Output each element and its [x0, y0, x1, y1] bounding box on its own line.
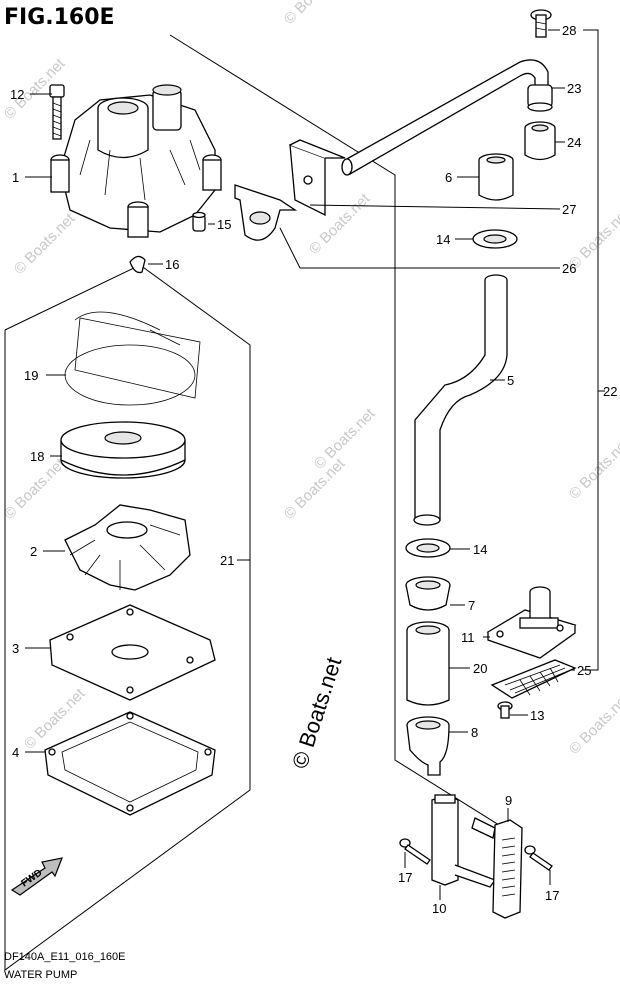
key-part	[129, 255, 146, 274]
callout-26: 26	[562, 261, 576, 276]
insert-part	[60, 421, 186, 479]
gasket-part	[44, 711, 216, 816]
fwd-arrow: FWD	[10, 857, 63, 896]
screen-part	[490, 659, 577, 699]
strainer-cover-part	[486, 586, 577, 659]
bolt-part	[49, 84, 65, 140]
callout-7: 7	[468, 598, 475, 613]
dowel-pin-part	[192, 211, 206, 232]
callout-3: 3	[12, 641, 19, 656]
callout-21: 21	[220, 553, 234, 568]
bracket-part	[289, 139, 346, 217]
callout-9: 9	[505, 793, 512, 808]
screw-right-part	[524, 845, 553, 871]
callout-4: 4	[12, 745, 19, 760]
seal-part	[478, 153, 514, 201]
callout-22: 22	[603, 384, 617, 399]
callout-15: 15	[217, 217, 231, 232]
figure-title: FIG.160E	[4, 5, 115, 30]
impeller-part	[64, 504, 191, 591]
callout-28: 28	[562, 23, 576, 38]
callout-17-left: 17	[398, 870, 412, 885]
tube-part	[341, 59, 553, 176]
washer-upper-part	[472, 229, 518, 249]
callout-17-right: 17	[545, 888, 559, 903]
leader-lines	[25, 29, 575, 900]
callout-23: 23	[567, 81, 581, 96]
plate-part	[49, 604, 216, 701]
pump-case-part	[50, 84, 222, 238]
callout-numbers: 12 1 15 16 19 18 2 3 4 21 28 23 24 6 27 …	[10, 23, 617, 916]
watermark-8: © Boats.net	[566, 435, 620, 503]
washer-lower-part	[405, 538, 451, 558]
callout-16: 16	[165, 257, 179, 272]
clamp-part	[234, 184, 298, 241]
callout-18: 18	[30, 449, 44, 464]
figure-caption: WATER PUMP	[4, 969, 77, 981]
watermark-11: © Boats.net	[311, 405, 379, 473]
callout-13: 13	[530, 708, 544, 723]
ring-part	[64, 311, 201, 406]
screw-left-part	[399, 838, 431, 865]
callout-19: 19	[24, 368, 38, 383]
callout-1: 1	[12, 170, 19, 185]
grommet-lower-part	[405, 576, 451, 611]
callout-5: 5	[507, 373, 514, 388]
callout-8: 8	[471, 725, 478, 740]
callout-27: 27	[562, 202, 576, 217]
screw-small-part	[497, 701, 513, 719]
grommet-part	[524, 121, 556, 161]
callout-14-lower: 14	[473, 542, 487, 557]
copyright-mark: © Boats.net	[287, 654, 346, 771]
watermark-10: © Boats.net	[566, 690, 620, 758]
seal-cup-part	[406, 716, 450, 776]
watermark-2: © Boats.net	[281, 0, 349, 28]
callout-12: 12	[10, 87, 24, 102]
water-tube-part	[413, 274, 508, 526]
bracket-lower-part	[431, 794, 497, 888]
callout-24: 24	[567, 135, 581, 150]
callout-10: 10	[432, 901, 446, 916]
figure-code: DF140A_E11_016_160E	[4, 951, 126, 963]
callout-11: 11	[461, 630, 475, 645]
callout-25: 25	[577, 663, 591, 678]
watermark-6: © Boats.net	[1, 455, 69, 523]
grill-plate-part	[471, 817, 523, 919]
screw-part	[530, 9, 552, 38]
callout-20: 20	[473, 661, 487, 676]
watermark-3: © Boats.net	[11, 210, 79, 278]
callout-6: 6	[445, 170, 452, 185]
callout-2: 2	[30, 544, 37, 559]
callout-14-upper: 14	[436, 232, 450, 247]
sleeve-part	[406, 621, 450, 706]
